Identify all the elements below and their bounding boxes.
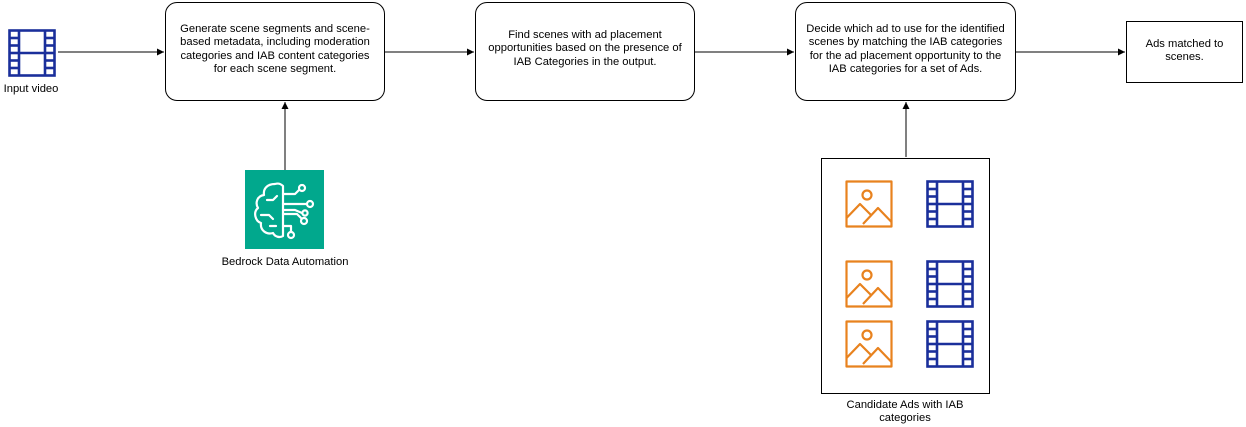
video-icon bbox=[926, 320, 974, 368]
step-find-ad-placement-scenes: Find scenes with ad placement opportunit… bbox=[475, 2, 695, 101]
input-video-label: Input video bbox=[3, 83, 59, 95]
candidate-ads-label: Candidate Ads with IAB categories bbox=[846, 399, 964, 425]
video-icon bbox=[8, 29, 56, 77]
step-generate-scene-segments-text: Generate scene segments and scene- based… bbox=[180, 23, 370, 76]
step-decide-ad-match: Decide which ad to use for the identifie… bbox=[795, 2, 1016, 101]
output-ads-matched: Ads matched to scenes. bbox=[1126, 21, 1243, 83]
bedrock-data-automation-icon bbox=[245, 170, 324, 249]
video-icon bbox=[926, 180, 974, 228]
step-generate-scene-segments: Generate scene segments and scene- based… bbox=[165, 2, 385, 101]
video-icon bbox=[926, 260, 974, 308]
image-icon bbox=[845, 320, 893, 368]
image-icon bbox=[845, 260, 893, 308]
bedrock-data-automation-label: Bedrock Data Automation bbox=[221, 256, 349, 268]
step-find-ad-placement-scenes-text: Find scenes with ad placement opportunit… bbox=[488, 29, 682, 68]
image-icon bbox=[845, 180, 893, 228]
step-decide-ad-match-text: Decide which ad to use for the identifie… bbox=[806, 23, 1005, 76]
output-ads-matched-text: Ads matched to scenes. bbox=[1145, 38, 1224, 64]
